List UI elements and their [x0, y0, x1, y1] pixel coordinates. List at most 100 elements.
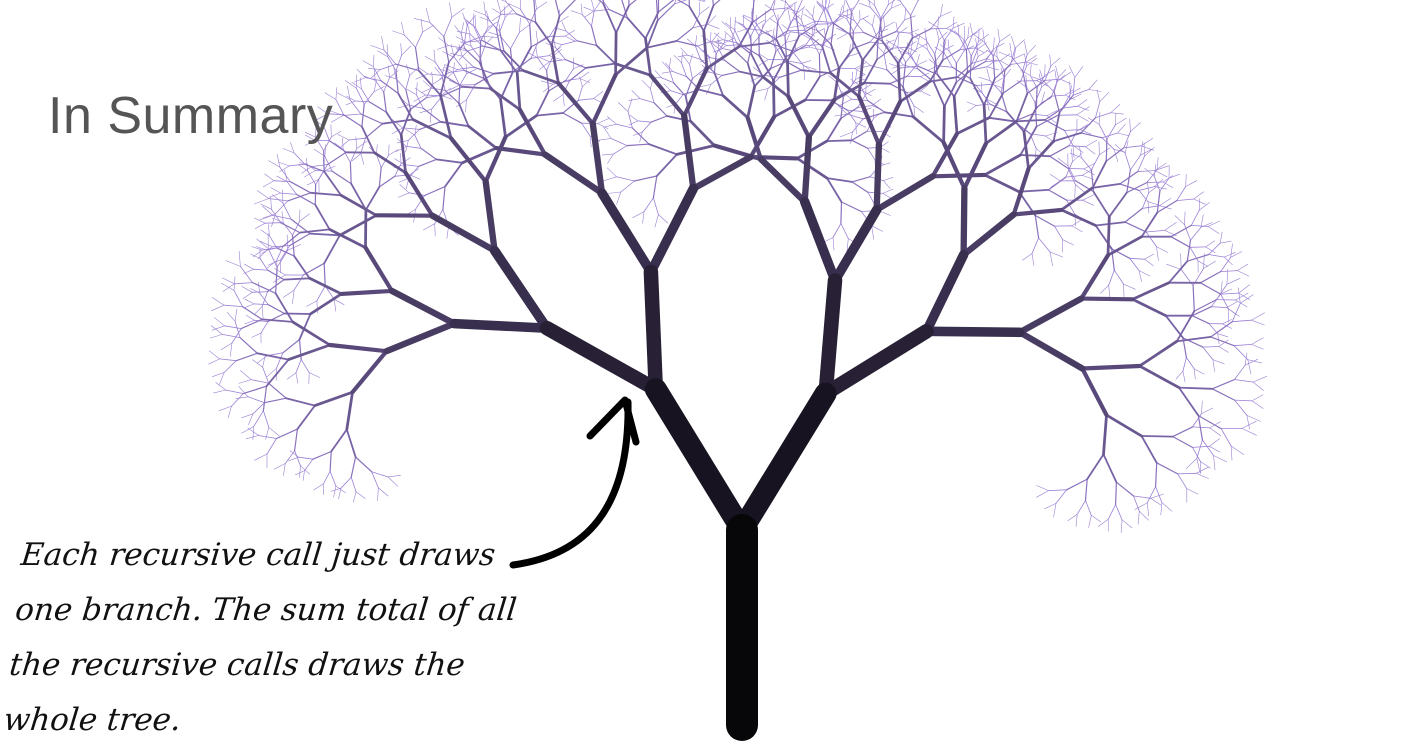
- tree-branch: [342, 138, 343, 149]
- tree-branch: [1075, 184, 1076, 197]
- tree-branch: [1186, 459, 1197, 469]
- tree-branch: [1248, 360, 1262, 363]
- tree-branch: [285, 451, 294, 464]
- tree-branch: [591, 0, 594, 11]
- tree-branch: [783, 60, 801, 70]
- tree-branch: [882, 41, 898, 63]
- tree-branch: [340, 215, 377, 235]
- tree-branch: [1171, 237, 1190, 248]
- tree-branch: [495, 251, 547, 329]
- tree-branch: [864, 83, 890, 84]
- tree-branch: [1049, 190, 1067, 200]
- tree-branch: [332, 171, 351, 184]
- tree-branch: [212, 297, 224, 305]
- tree-branch: [1138, 171, 1155, 172]
- tree-branch: [656, 389, 742, 530]
- tree-branch: [456, 100, 466, 107]
- tree-branch: [647, 41, 676, 48]
- tree-branch: [1045, 503, 1056, 508]
- tree-branch: [305, 459, 313, 470]
- tree-branch: [1130, 123, 1140, 132]
- tree-branch: [224, 305, 243, 306]
- tree-branch: [944, 106, 945, 142]
- tree-branch: [1054, 226, 1062, 240]
- tree-branch: [866, 89, 876, 94]
- tree-branch: [1115, 118, 1126, 125]
- tree-branch: [603, 3, 616, 32]
- tree-branch: [209, 359, 220, 364]
- tree-branch: [614, 146, 628, 154]
- tree-branch: [246, 436, 259, 439]
- tree-branch: [1045, 66, 1051, 81]
- tree-branch: [562, 22, 566, 31]
- tree-branch: [226, 261, 241, 267]
- tree-branch: [480, 41, 481, 63]
- tree-branch: [1177, 187, 1186, 201]
- tree-branch: [310, 234, 340, 236]
- tree-branch: [402, 46, 411, 55]
- tree-branch: [407, 65, 410, 76]
- tree-branch: [1099, 148, 1109, 155]
- tree-branch: [1083, 195, 1094, 201]
- tree-branch: [847, 114, 863, 119]
- tree-branch: [434, 50, 435, 62]
- tree-branch: [1237, 264, 1248, 271]
- tree-branch: [651, 189, 693, 272]
- tree-branch: [1186, 174, 1187, 186]
- tree-branch: [350, 163, 351, 184]
- tree-branch: [689, 6, 704, 31]
- tree-branch: [220, 359, 237, 361]
- tree-branch: [451, 138, 486, 181]
- tree-branch: [1084, 164, 1095, 169]
- tree-branch: [425, 56, 435, 62]
- tree-branch: [773, 10, 778, 22]
- tree-branch: [341, 291, 392, 294]
- tree-branch: [976, 84, 992, 85]
- tree-branch: [1107, 415, 1142, 436]
- tree-branch: [831, 25, 834, 45]
- tree-branch: [880, 5, 888, 19]
- tree-branch: [460, 74, 467, 86]
- tree-branch: [983, 30, 985, 42]
- tree-branch: [833, 224, 841, 238]
- tree-branch: [584, 7, 594, 11]
- tree-branch: [425, 187, 445, 196]
- tree-branch: [242, 427, 254, 434]
- tree-branch: [747, 0, 754, 2]
- tree-branch: [1021, 70, 1031, 76]
- tree-branch: [274, 181, 290, 182]
- tree-branch: [1104, 415, 1107, 454]
- tree-branch: [765, 89, 768, 101]
- tree-branch: [756, 89, 768, 92]
- tree-branch: [457, 31, 470, 34]
- tree-branch: [827, 140, 852, 141]
- tree-branch: [1147, 503, 1149, 516]
- tree-branch: [985, 175, 1019, 192]
- tree-branch: [819, 55, 820, 77]
- tree-branch: [1036, 491, 1048, 498]
- tree-branch: [209, 351, 219, 359]
- tree-branch: [267, 360, 289, 387]
- tree-branch: [305, 170, 316, 177]
- tree-branch: [501, 72, 513, 99]
- tree-branch: [786, 34, 790, 43]
- tree-branch: [246, 315, 254, 320]
- tree-branch: [979, 77, 990, 81]
- tree-branch: [281, 193, 297, 194]
- tree-branch: [356, 457, 372, 472]
- tree-branch: [1240, 295, 1253, 304]
- tree-branch: [1155, 163, 1166, 170]
- tree-branch: [1203, 347, 1213, 360]
- tree-branch: [373, 55, 374, 67]
- tree-branch: [235, 283, 253, 284]
- tree-branch: [874, 5, 881, 19]
- tree-branch: [1236, 293, 1249, 300]
- tree-branch: [840, 132, 852, 137]
- tree-branch: [618, 103, 628, 112]
- tree-branch: [913, 117, 944, 143]
- tree-branch: [1212, 380, 1234, 389]
- tree-branch: [1242, 428, 1257, 435]
- tree-branch: [255, 454, 267, 460]
- tree-branch: [227, 312, 235, 321]
- tree-branch: [926, 331, 1019, 332]
